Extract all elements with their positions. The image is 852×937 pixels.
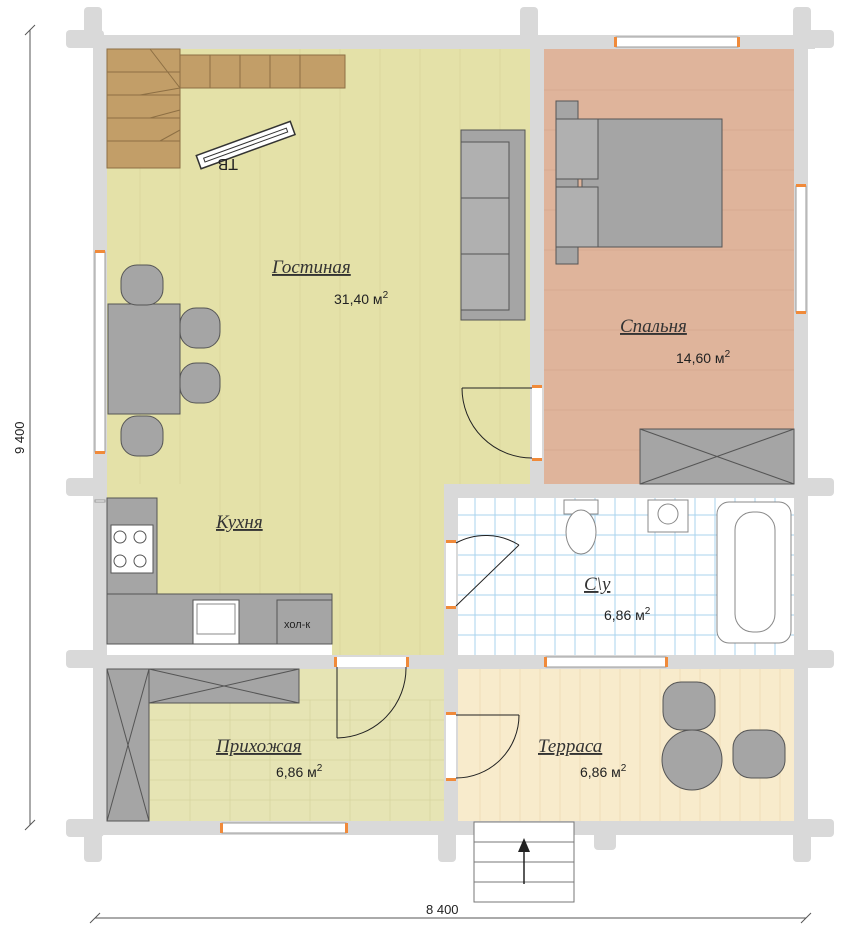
room-area-hallway: 6,86 м2 bbox=[276, 763, 323, 780]
room-name-terrace: Терраса bbox=[538, 736, 602, 757]
room-area-bedroom: 14,60 м2 bbox=[676, 349, 731, 366]
tv-label: ТВ bbox=[218, 155, 238, 172]
bed bbox=[555, 100, 723, 265]
doors bbox=[336, 387, 542, 779]
room-area-bathroom: 6,86 м2 bbox=[604, 606, 651, 623]
sofa bbox=[460, 129, 526, 321]
bedroom-floor bbox=[544, 49, 794, 484]
hallway-cabinets bbox=[106, 668, 300, 822]
room-name-bathroom: С\у bbox=[584, 574, 611, 595]
dimension-lines bbox=[24, 24, 812, 924]
fridge-label: хол-к bbox=[284, 619, 310, 631]
dimension-height: 9 400 bbox=[12, 421, 27, 454]
room-name-living: Гостиная bbox=[271, 257, 351, 278]
entrance-arrow-icon bbox=[518, 838, 530, 884]
terrace-furniture bbox=[661, 681, 786, 791]
wardrobe bbox=[639, 428, 795, 485]
room-area-living: 31,40 м2 bbox=[334, 290, 389, 307]
living-floor bbox=[107, 49, 530, 655]
room-name-hallway: Прихожая bbox=[215, 736, 301, 757]
dining-table bbox=[107, 264, 221, 457]
room-name-bedroom: Спальня bbox=[620, 316, 687, 337]
bathtub bbox=[716, 501, 792, 644]
room-area-terrace: 6,86 м2 bbox=[580, 763, 627, 780]
room-name-kitchen: Кухня bbox=[215, 512, 263, 533]
dimension-width: 8 400 bbox=[426, 902, 459, 917]
toilet bbox=[563, 499, 599, 555]
sink bbox=[647, 499, 689, 533]
kitchen-counter bbox=[106, 497, 333, 645]
stairs bbox=[106, 48, 346, 169]
tv-unit: ТВ bbox=[195, 120, 296, 172]
